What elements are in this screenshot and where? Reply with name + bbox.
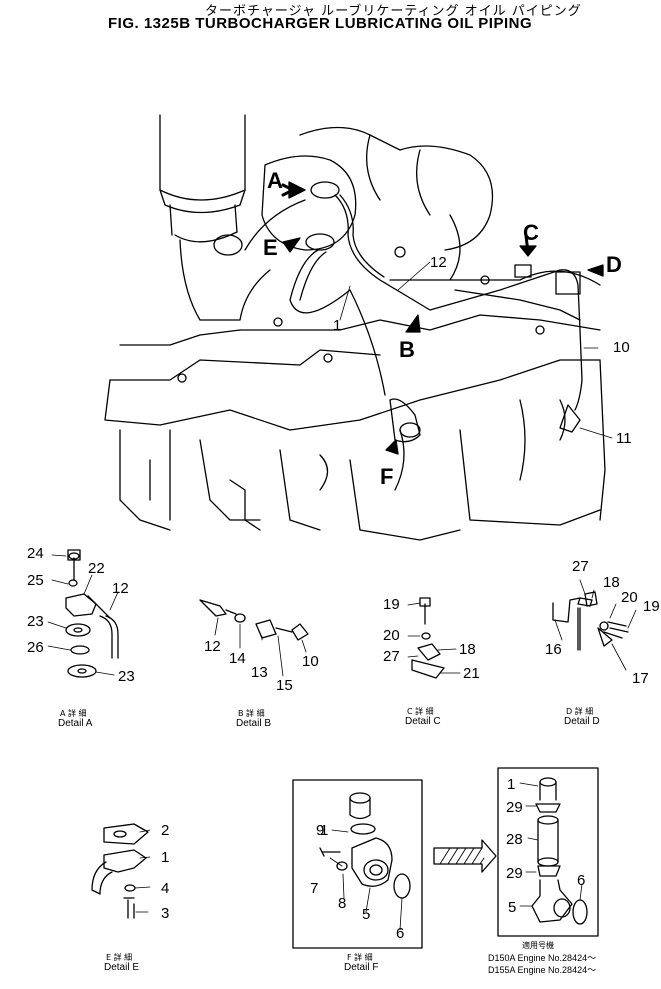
figure-title: FIG. 1325B TURBOCHARGER LUBRICATING OIL … [108, 15, 533, 32]
detail-f-callout-7: 7 [310, 880, 319, 897]
view-label-b: B [399, 337, 415, 362]
detail-c-callout-19: 19 [383, 596, 400, 613]
applicability-drawing [497, 767, 599, 937]
detail-d-drawing [552, 579, 637, 671]
applicability-label-jp: 適用号機 [522, 941, 554, 950]
callout-12: 12 [430, 254, 447, 271]
detail-f-callout-5: 5 [362, 906, 371, 923]
detail-c-callout-27: 27 [383, 648, 400, 665]
app-callout-29b: 29 [506, 865, 523, 882]
view-label-f: F [380, 464, 394, 489]
detail-a-caption-jp: A 詳 細 [60, 709, 87, 718]
detail-b-callout-12: 12 [204, 638, 221, 655]
main-engine-view [104, 114, 613, 541]
detail-a-caption: Detail A [58, 718, 93, 729]
applicability-line-2: D155A Engine No.28424～ [488, 965, 597, 975]
detail-a-callout-23: 23 [27, 613, 44, 630]
detail-e-caption: Detail E [104, 962, 140, 973]
view-label-e: E [263, 235, 278, 260]
detail-c-caption-jp: C 詳 細 [407, 707, 434, 716]
detail-a-callout-24: 24 [27, 545, 44, 562]
detail-f-callout-1: 1 [320, 822, 329, 839]
app-callout-28: 28 [506, 831, 523, 848]
detail-e-callout-3: 3 [161, 905, 170, 922]
hatched-arrow [433, 839, 497, 873]
detail-d-callout-20: 20 [621, 589, 638, 606]
detail-e-callout-1: 1 [161, 849, 170, 866]
view-label-c: C [523, 220, 539, 245]
detail-c-callout-18: 18 [459, 641, 476, 658]
detail-f-caption: Detail F [344, 962, 379, 973]
applicability-line-1: D150A Engine No.28424～ [488, 953, 597, 963]
detail-b-caption: Detail B [236, 718, 272, 729]
detail-d-callout-27: 27 [572, 558, 589, 575]
detail-c-drawing [407, 597, 461, 679]
detail-b-callout-13: 13 [251, 664, 268, 681]
callout-1: 1 [333, 317, 342, 334]
detail-c-callout-20: 20 [383, 627, 400, 644]
detail-a-callout-25: 25 [27, 572, 44, 589]
detail-f-callout-6: 6 [396, 925, 405, 942]
view-label-d: D [606, 252, 622, 277]
detail-c-caption: Detail C [405, 716, 441, 727]
detail-f-callout-9: 9 [316, 822, 325, 839]
detail-e-drawing [91, 823, 151, 919]
detail-c-callout-21: 21 [463, 665, 480, 682]
detail-d-callout-16: 16 [545, 641, 562, 658]
detail-b-callout-14: 14 [229, 650, 246, 667]
detail-e-callout-2: 2 [161, 822, 170, 839]
detail-d-caption-jp: D 詳 細 [566, 707, 594, 716]
callout-11: 11 [616, 430, 632, 447]
app-callout-1: 1 [507, 776, 516, 793]
detail-d-callout-18: 18 [603, 574, 620, 591]
app-callout-29: 29 [506, 799, 523, 816]
detail-d-callout-17: 17 [632, 670, 649, 687]
app-callout-6: 6 [577, 872, 586, 889]
detail-a-callout-23b: 23 [118, 668, 135, 685]
detail-e-caption-jp: E 詳 細 [106, 953, 133, 962]
app-callout-5: 5 [508, 899, 517, 916]
detail-b-caption-jp: B 詳 細 [238, 709, 265, 718]
title-japanese: ターボチャージャ ルーブリケーティング オイル パイピング [205, 4, 582, 19]
detail-a-callout-12: 12 [112, 580, 129, 597]
detail-a-callout-22: 22 [88, 560, 105, 577]
detail-d-callout-19: 19 [643, 598, 660, 615]
detail-b-drawing [199, 599, 309, 677]
detail-f-drawing [292, 779, 423, 949]
detail-b-callout-15: 15 [276, 677, 293, 694]
detail-f-callout-8: 8 [338, 895, 347, 912]
view-label-a: A [267, 168, 283, 193]
callout-10: 10 [613, 339, 630, 356]
detail-f-caption-jp: F 詳 細 [347, 953, 373, 962]
detail-a-drawing [47, 549, 119, 678]
detail-a-callout-26: 26 [27, 639, 44, 656]
detail-d-caption: Detail D [564, 716, 600, 727]
detail-b-callout-10: 10 [302, 653, 319, 670]
detail-e-callout-4: 4 [161, 880, 170, 897]
